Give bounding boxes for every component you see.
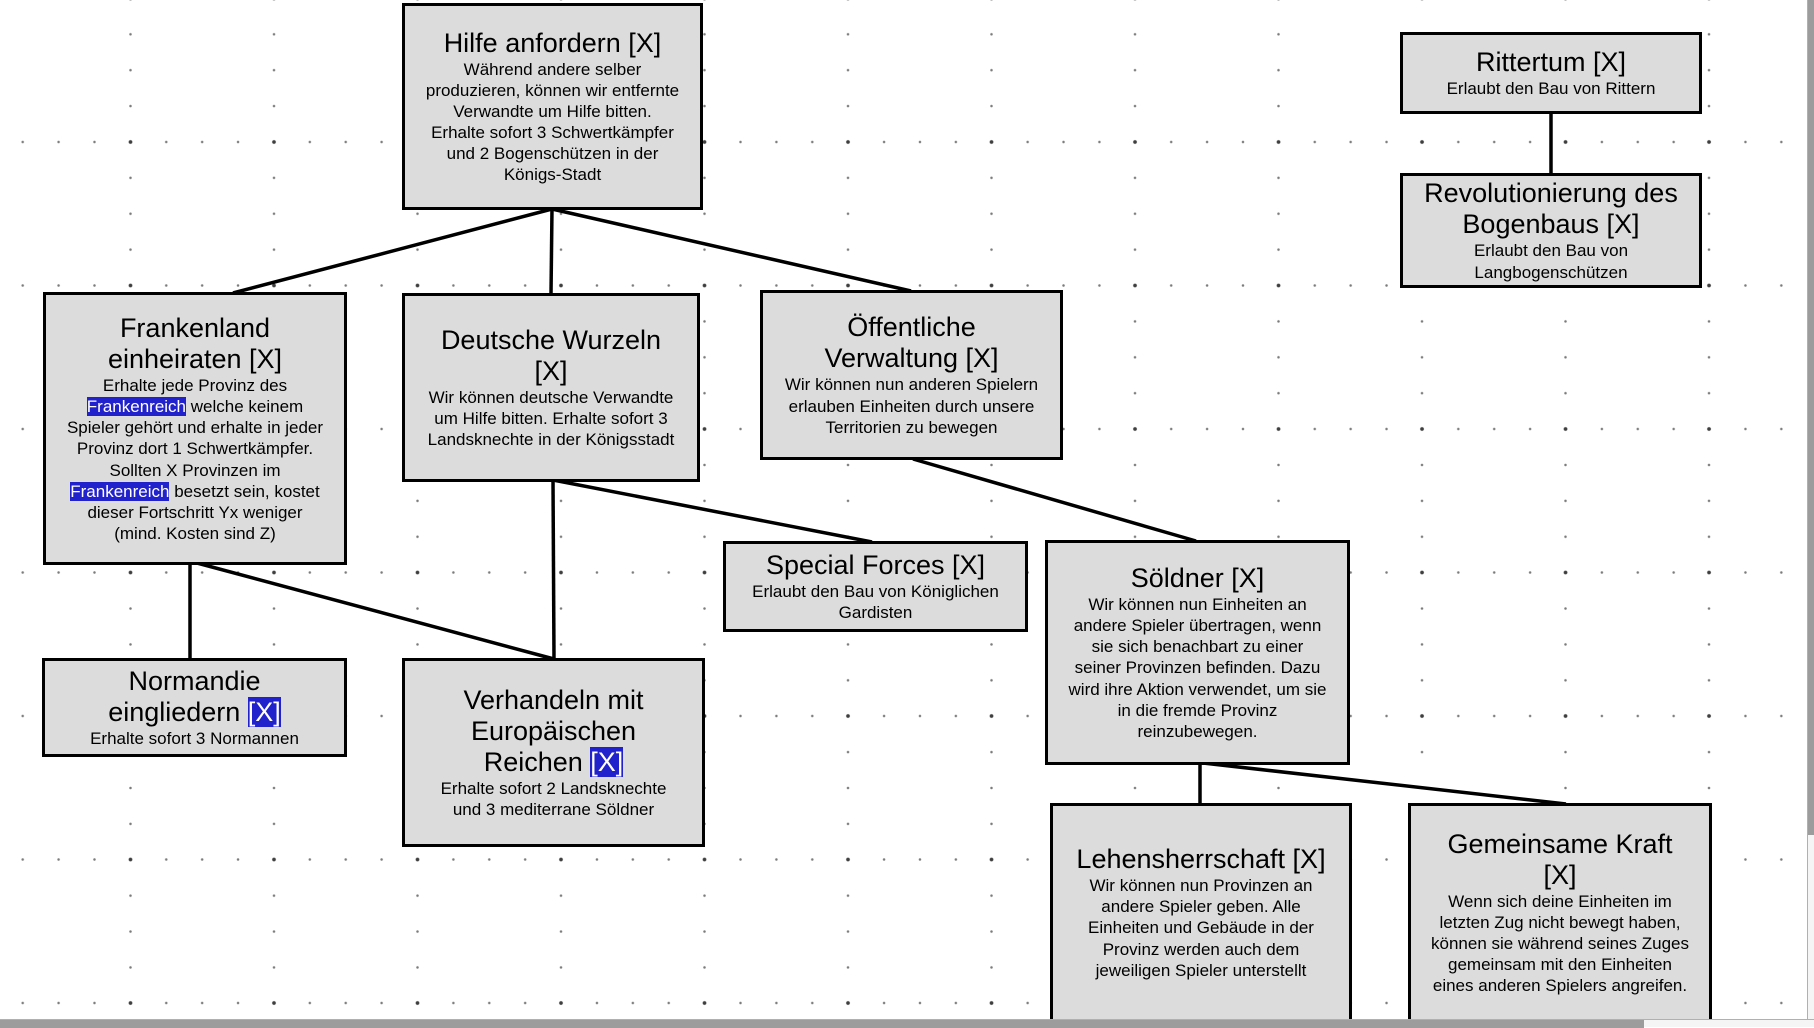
node-title: Rittertum [X]	[1476, 47, 1626, 78]
node-hilfe-anfordern[interactable]: Hilfe anfordern [X]Während andere selber…	[402, 3, 703, 210]
node-title: Frankenland einheiraten [X]	[66, 313, 324, 375]
node-title: Special Forces [X]	[766, 550, 985, 581]
node-description: Wenn sich deine Einheiten im letzten Zug…	[1431, 891, 1689, 996]
edge-oeffentliche-verwaltung--soeldner[interactable]	[913, 459, 1196, 541]
edge-deutsche-wurzeln--special-forces[interactable]	[553, 480, 872, 542]
node-description: Erlaubt den Bau von Rittern	[1447, 78, 1656, 99]
node-description: Erlaubt den Bau von Langbogenschützen	[1423, 240, 1679, 282]
node-description: Wir können nun Einheiten an andere Spiel…	[1068, 594, 1327, 742]
node-description: Erlaubt den Bau von Königlichen Gardiste…	[746, 581, 1005, 623]
node-oeffentliche-verwaltung[interactable]: Öffentliche Verwaltung [X]Wir können nun…	[760, 290, 1063, 460]
node-description: Wir können nun anderen Spielern erlauben…	[783, 374, 1040, 437]
node-title: Verhandeln mit Europäischen Reichen [X]	[425, 685, 682, 778]
node-title: Gemeinsame Kraft [X]	[1431, 829, 1689, 891]
node-description: Während andere selber produzieren, könne…	[425, 59, 680, 185]
selected-text: [X]	[590, 747, 623, 777]
node-normandie-eingliedern[interactable]: Normandie eingliedern [X]Erhalte sofort …	[42, 658, 347, 757]
edge-hilfe-anfordern--oeffentliche-verwaltung[interactable]	[552, 209, 911, 291]
vertical-scrollbar[interactable]	[1807, 0, 1814, 1019]
selected-text: Frankenreich	[87, 397, 186, 416]
node-special-forces[interactable]: Special Forces [X]Erlaubt den Bau von Kö…	[723, 541, 1028, 632]
node-description: Erhalte sofort 2 Landsknechte und 3 medi…	[425, 778, 682, 820]
selected-text: Frankenreich	[70, 482, 169, 501]
node-title: Lehensherrschaft [X]	[1076, 844, 1325, 875]
node-title: Deutsche Wurzeln [X]	[425, 325, 677, 387]
node-description: Wir können nun Provinzen an andere Spiel…	[1073, 875, 1329, 980]
edge-hilfe-anfordern--deutsche-wurzeln[interactable]	[551, 209, 552, 294]
node-frankenland-einheiraten[interactable]: Frankenland einheiraten [X]Erhalte jede …	[43, 292, 347, 565]
node-deutsche-wurzeln[interactable]: Deutsche Wurzeln [X]Wir können deutsche …	[402, 293, 700, 482]
selected-text: [X]	[248, 697, 281, 727]
node-description: Wir können deutsche Verwandte um Hilfe b…	[425, 387, 677, 450]
node-gemeinsame-kraft[interactable]: Gemeinsame Kraft [X]Wenn sich deine Einh…	[1408, 803, 1712, 1022]
node-revolutionierung-des-bogenbaus[interactable]: Revolutionierung des Bogenbaus [X]Erlaub…	[1400, 173, 1702, 288]
node-verhandeln-mit-europaeischen-reichen[interactable]: Verhandeln mit Europäischen Reichen [X]E…	[402, 658, 705, 847]
edge-hilfe-anfordern--frankenland-einheiraten[interactable]	[233, 209, 552, 293]
edge-deutsche-wurzeln--verhandeln-mit-europaeischen-reichen[interactable]	[553, 480, 554, 659]
node-lehensherrschaft[interactable]: Lehensherrschaft [X]Wir können nun Provi…	[1050, 803, 1352, 1022]
node-title: Öffentliche Verwaltung [X]	[783, 312, 1040, 374]
edge-soeldner--gemeinsame-kraft[interactable]	[1203, 763, 1566, 804]
node-description: Erhalte sofort 3 Normannen	[90, 728, 299, 749]
node-description: Erhalte jede Provinz des Frankenreich we…	[66, 375, 324, 544]
node-title: Normandie eingliedern [X]	[65, 666, 324, 728]
node-rittertum[interactable]: Rittertum [X]Erlaubt den Bau von Rittern	[1400, 32, 1702, 114]
node-title: Söldner [X]	[1131, 563, 1265, 594]
node-soeldner[interactable]: Söldner [X]Wir können nun Einheiten an a…	[1045, 540, 1350, 765]
edge-frankenland-einheiraten--verhandeln-mit-europaeischen-reichen[interactable]	[197, 563, 554, 659]
node-title: Hilfe anfordern [X]	[444, 28, 662, 59]
vertical-scrollbar-thumb[interactable]	[1808, 0, 1814, 835]
horizontal-scrollbar[interactable]	[0, 1019, 1814, 1027]
node-title: Revolutionierung des Bogenbaus [X]	[1423, 178, 1679, 240]
